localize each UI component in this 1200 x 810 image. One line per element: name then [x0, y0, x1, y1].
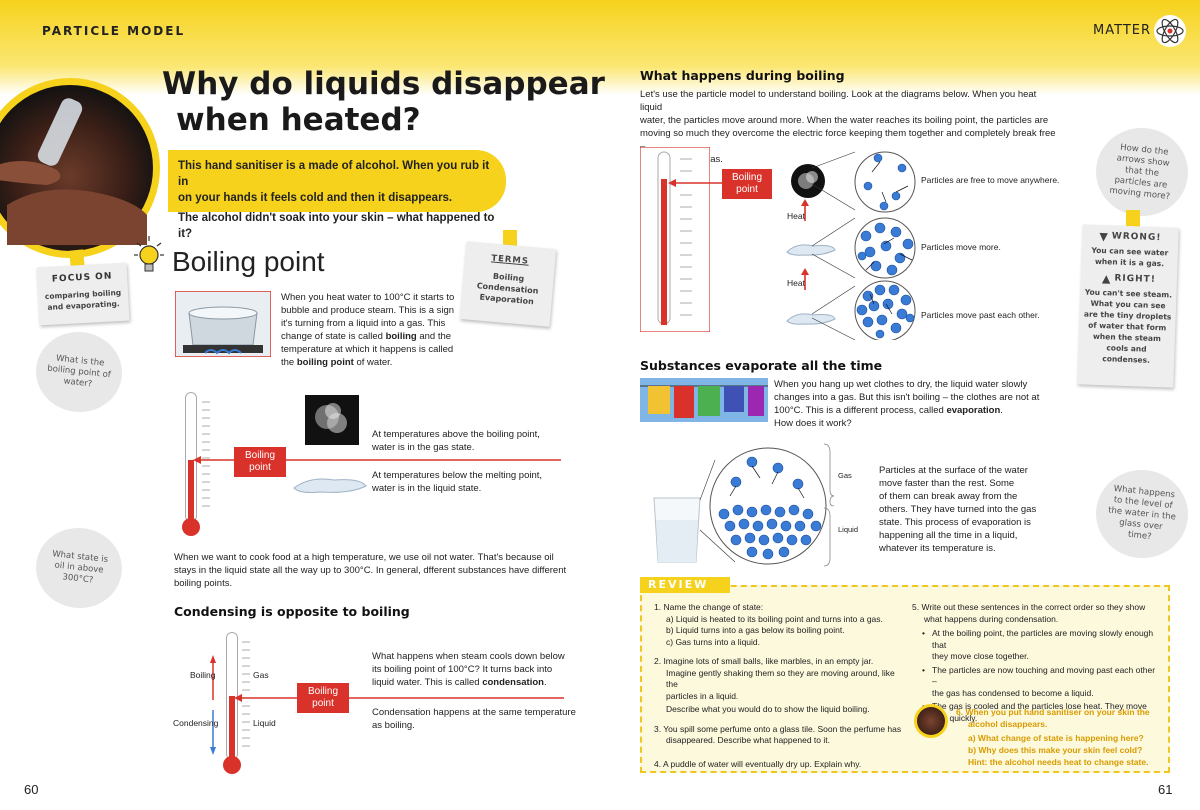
review-question: 3. You spill some perfume onto a glass t… — [654, 723, 902, 734]
thermometer-fill — [229, 696, 235, 762]
tape — [1126, 210, 1140, 230]
page-number-left: 60 — [24, 782, 39, 797]
steam-photo — [305, 395, 359, 445]
thermometer-bulb — [182, 518, 200, 536]
review-box — [640, 585, 1170, 773]
question-bubble: What state is oil in above 300°C? — [32, 523, 126, 613]
boiling-point-tag: Boiling point — [234, 447, 286, 477]
heat-arrow — [801, 268, 809, 290]
thermometer-bulb — [223, 756, 241, 774]
condensation-line — [234, 694, 564, 702]
hand-sanitiser-thumbnail — [914, 704, 948, 738]
particle-diagram-evaporation — [699, 447, 827, 565]
question-bubble: What is the boiling point of water? — [32, 327, 126, 417]
review-question: 1. Name the change of state: — [654, 602, 764, 612]
liquid-label: Liquid — [838, 525, 859, 534]
clothes-line-photo — [640, 378, 768, 422]
review-title: REVIEW — [640, 577, 730, 593]
review-question-6: 6. When you put hand sanitiser on your s… — [956, 707, 1150, 767]
review-question: 4. A puddle of water will eventually dry… — [654, 758, 862, 769]
liquid-state-text: At temperatures below the melting point,… — [372, 470, 543, 494]
boiling-point-tag: Boiling point — [722, 169, 772, 199]
question-bubble: What happens to the level of the water i… — [1091, 465, 1193, 563]
particle-caption: Particles are free to move anywhere. — [921, 175, 1060, 185]
intro-line: This hand sanitiser is a made of alcohol… — [178, 160, 490, 188]
up-down-arrows — [210, 655, 216, 755]
intro-line: The alcohol didn't soak into your skin –… — [178, 212, 495, 240]
heat-arrow — [801, 199, 809, 221]
evaporation-paragraph: When you hang up wet clothes to dry, the… — [774, 379, 1040, 429]
boiling-point-heading: Boiling point — [172, 246, 325, 277]
heat-label: Heat — [787, 278, 805, 288]
condensation-paragraph: What happens when steam cools down below… — [372, 651, 565, 688]
atom-icon — [1154, 15, 1186, 47]
particle-caption: Particles move more. — [921, 242, 1001, 252]
condensing-heading: Condensing is opposite to boiling — [174, 604, 410, 619]
review-questions-right: 5. Write out these sentences in the corr… — [912, 602, 1162, 724]
intro-line: on your hands it feels cold and then it … — [178, 192, 453, 204]
thumbs-up-icon: ▲ — [1101, 272, 1111, 286]
puddle-image — [786, 313, 836, 325]
state-bracket — [823, 443, 835, 567]
section-label: PARTICLE MODEL — [42, 24, 186, 38]
matter-label: MATTER — [1093, 23, 1151, 38]
thermometer-scale — [202, 401, 210, 507]
particle-caption: Particles move past each other. — [921, 310, 1040, 320]
boiling-paragraph: When you heat water to 100°C it starts t… — [281, 292, 455, 368]
hand-sanitiser-photo — [0, 78, 160, 258]
lightbulb-icon — [134, 236, 164, 272]
condensation-paragraph-2: Condensation happens at the same tempera… — [372, 707, 576, 731]
condensing-label: Condensing — [173, 718, 219, 728]
intro-box: This hand sanitiser is a made of alcohol… — [168, 150, 506, 240]
boiling-section-heading: What happens during boiling — [640, 68, 845, 83]
boiling-label: Boiling — [190, 670, 216, 680]
question-bubble: How do the arrows show that the particle… — [1091, 123, 1193, 221]
thumbs-down-icon: ▼ — [1099, 229, 1109, 244]
terms-note: TERMS Boiling Condensation Evaporation — [459, 241, 557, 327]
thermometer-scale — [242, 641, 250, 747]
review-question: 2. Imagine lots of small balls, like mar… — [654, 656, 874, 666]
gas-label: Gas — [253, 670, 269, 680]
puddle-image — [786, 244, 836, 256]
thermometer-panel — [640, 147, 710, 332]
gas-label: Gas — [838, 471, 852, 480]
review-question: 5. Write out these sentences in the corr… — [912, 602, 1146, 612]
wrong-right-note: ▼ WRONG! You can see water when it is a … — [1077, 224, 1179, 388]
thermometer-fill — [188, 460, 194, 528]
surface-paragraph: Particles at the surface of the water mo… — [879, 465, 1037, 554]
oil-paragraph: When we want to cook food at a high temp… — [174, 552, 567, 589]
page-title: Why do liquids disappear when heated? — [162, 66, 605, 138]
page-number-right: 61 — [1158, 782, 1173, 797]
focus-on-note: FOCUS ON comparing boiling and evaporati… — [36, 262, 130, 326]
puddle-image — [293, 478, 367, 493]
evaporation-heading: Substances evaporate all the time — [640, 358, 883, 373]
liquid-label: Liquid — [253, 718, 276, 728]
review-questions-left: 1. Name the change of state: a) Liquid i… — [654, 602, 904, 770]
header-band — [0, 0, 1200, 95]
heat-label: Heat — [787, 211, 805, 221]
boiling-point-tag: Boiling point — [297, 683, 349, 713]
particle-diagram-boiling — [811, 151, 916, 340]
gas-state-text: At temperatures above the boiling point,… — [372, 429, 540, 453]
steam-photo — [791, 164, 825, 198]
boiling-pot-photo — [175, 291, 271, 357]
glass-of-water-image — [653, 497, 701, 563]
